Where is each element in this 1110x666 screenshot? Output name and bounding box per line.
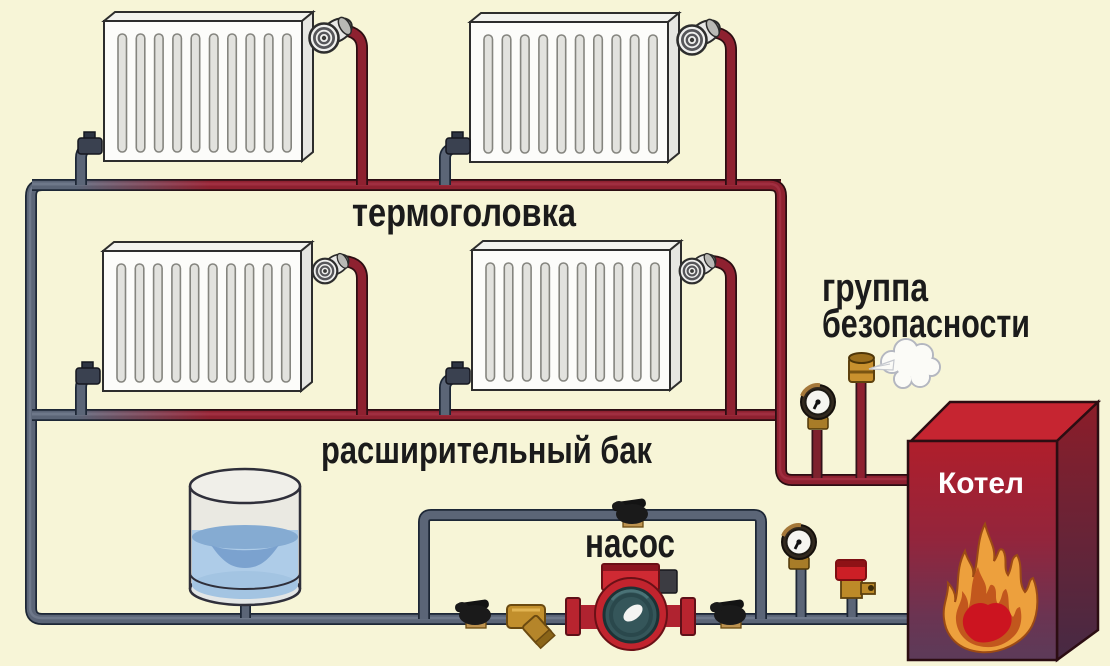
svg-text:безопасности: безопасности [822, 302, 1030, 346]
svg-text:Котел: Котел [938, 467, 1024, 500]
svg-text:насос: насос [585, 520, 675, 566]
svg-text:расширительный бак: расширительный бак [321, 430, 653, 472]
svg-text:группа: группа [822, 266, 929, 310]
svg-text:термоголовка: термоголовка [352, 191, 577, 235]
